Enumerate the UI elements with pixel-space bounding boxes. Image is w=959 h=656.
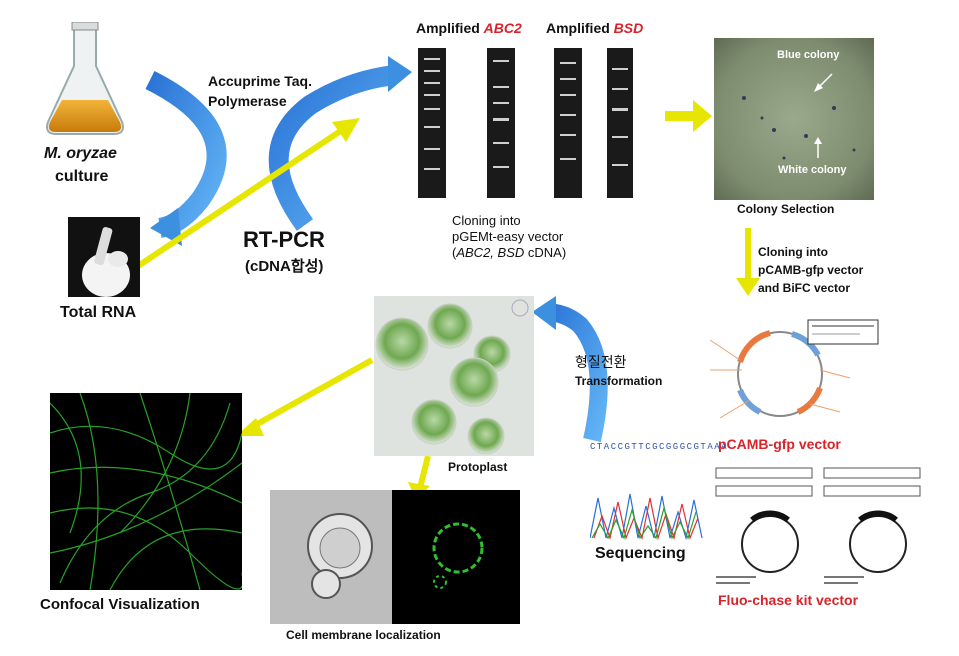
yellow-arrow-protoplast-to-confocal — [248, 357, 374, 431]
confocal-label: Confocal Visualization — [40, 596, 200, 613]
sequencing-label: Sequencing — [595, 545, 686, 562]
yellow-arrowhead-down — [736, 278, 760, 296]
blue-colony-label: Blue colony — [777, 49, 840, 61]
yellow-arrowhead-colony — [693, 100, 712, 132]
cloning2-line2: pCAMB-gfp vector — [758, 263, 864, 277]
cloning1-line1: Cloning into — [452, 213, 521, 228]
blue-arrowhead-gels — [388, 56, 412, 92]
membrane-brightfield-image — [270, 490, 392, 624]
yellow-arrowhead-gels — [332, 118, 360, 142]
culture-species: M. oryzae — [44, 145, 117, 162]
protoplast-image — [374, 296, 534, 456]
flask-image — [40, 22, 130, 140]
cloning2-line1: Cloning into — [758, 245, 828, 259]
blue-arrowhead-protoplast — [532, 296, 556, 330]
transform-english: Transformation — [575, 374, 663, 388]
blue-arrowhead-rna — [150, 208, 182, 246]
pcamb-vector-label: pCAMB-gfp vector — [718, 436, 841, 452]
chromatogram — [590, 488, 705, 542]
culture-label: culture — [55, 168, 109, 185]
fluo-vector-map-1 — [712, 462, 822, 590]
cloning1-line3: (ABC2, BSD cDNA) — [452, 245, 567, 260]
white-colony-label: White colony — [778, 164, 847, 176]
gel-lane-bsd — [607, 48, 633, 198]
gel-amplified-1: Amplified ABC2 — [416, 20, 522, 36]
enzyme-line1: Accuprime Taq. — [208, 73, 312, 89]
rna-label: Total RNA — [60, 304, 137, 321]
colony-plate-image — [714, 38, 874, 200]
yellow-arrow-rna-to-gels — [136, 125, 347, 269]
pcr-method: RT-PCR — [243, 227, 325, 252]
enzyme-line2: Polymerase — [208, 93, 287, 109]
cloning2-line3: and BiFC vector — [758, 281, 851, 295]
yellow-arrowhead-confocal — [236, 418, 264, 436]
sequence-text: CTACCGTTCGCGGGCGTAAA — [590, 442, 729, 452]
cloning1-line2: pGEMt-easy vector — [452, 229, 564, 244]
rna-tube-image — [68, 217, 140, 297]
gel-lane-abc2 — [487, 48, 515, 198]
yellow-arrow-protoplast-to-membrane — [417, 455, 431, 489]
blue-arrow-to-protoplast — [544, 303, 608, 442]
blue-arrow-culture-to-rna — [145, 71, 227, 238]
protoplast-label: Protoplast — [448, 460, 508, 474]
membrane-fluorescence-image — [392, 490, 520, 624]
fluo-vector-label: Fluo-chase kit vector — [718, 592, 859, 608]
transform-korean: 형질전환 — [575, 354, 627, 370]
pcamb-vector-map — [680, 300, 880, 432]
gel-amplified-2: Amplified BSD — [546, 20, 644, 36]
colony-selection-label: Colony Selection — [737, 202, 835, 216]
blue-arrow-pcr-to-gels — [268, 65, 397, 231]
pcr-method-sub: (cDNA합성) — [245, 258, 324, 275]
confocal-image — [50, 393, 242, 590]
gel-lane-ladder-1 — [418, 48, 446, 198]
gel-lane-ladder-2 — [554, 48, 582, 198]
fluo-vector-map-2 — [820, 462, 930, 590]
membrane-label: Cell membrane localization — [286, 628, 441, 642]
